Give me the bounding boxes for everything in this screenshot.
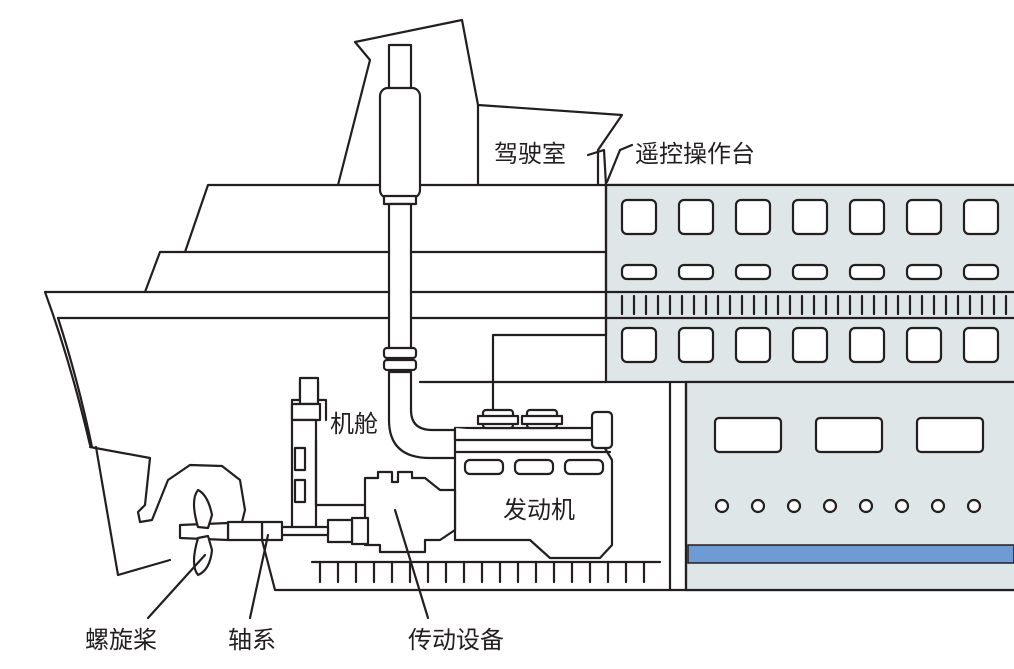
label-remote-console: 遥控操作台 bbox=[635, 140, 755, 168]
label-shaft: 轴系 bbox=[228, 626, 276, 654]
shaft-system bbox=[178, 488, 330, 577]
leader-lines bbox=[146, 143, 634, 620]
indicator-lights bbox=[714, 498, 982, 514]
label-propeller: 螺旋桨 bbox=[85, 626, 157, 654]
control-panel bbox=[604, 183, 1014, 592]
railing-strip bbox=[620, 294, 1008, 316]
label-engine-room: 机舱 bbox=[330, 410, 378, 438]
exhaust-pipe bbox=[378, 43, 462, 460]
label-transmission: 传动设备 bbox=[408, 626, 504, 654]
accent-bar bbox=[687, 544, 1014, 564]
transmission bbox=[326, 470, 457, 554]
engine-room-piping bbox=[290, 376, 367, 532]
label-bridge: 驾驶室 bbox=[494, 140, 566, 168]
control-wiring bbox=[418, 183, 608, 412]
engine bbox=[453, 408, 614, 560]
engine-room-floor bbox=[310, 560, 662, 584]
label-engine: 发动机 bbox=[503, 496, 575, 524]
